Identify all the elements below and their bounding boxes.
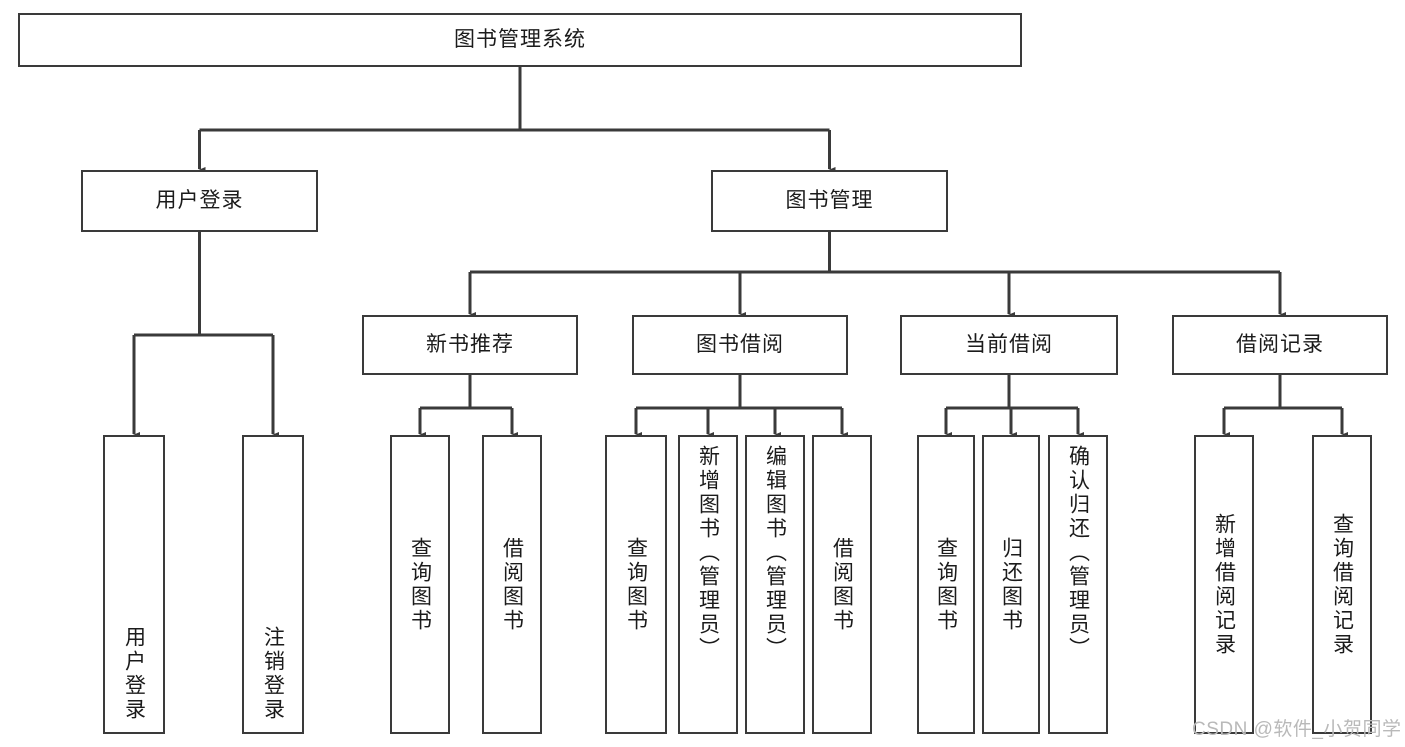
node-leaf-user-login[interactable]: 用户登录 bbox=[103, 435, 165, 734]
node-label: 当前借阅 bbox=[965, 333, 1053, 357]
node-leaf-logout[interactable]: 注销登录 bbox=[242, 435, 304, 734]
node-user-login[interactable]: 用户登录 bbox=[81, 170, 318, 232]
node-leaf-query-book-1[interactable]: 查询图书 bbox=[390, 435, 450, 734]
node-book-borrow[interactable]: 图书借阅 bbox=[632, 315, 848, 375]
node-leaf-edit-book[interactable]: 编辑图书（管理员） bbox=[745, 435, 805, 734]
node-label: 借阅图书 bbox=[830, 536, 854, 633]
node-label: 归还图书 bbox=[999, 536, 1023, 633]
node-label: 查询图书 bbox=[624, 536, 648, 633]
node-label: 图书借阅 bbox=[696, 333, 784, 357]
node-leaf-confirm-return[interactable]: 确认归还（管理员） bbox=[1048, 435, 1108, 734]
node-current-borrow[interactable]: 当前借阅 bbox=[900, 315, 1118, 375]
node-label: 注销登录 bbox=[261, 626, 285, 722]
node-label: 新增借阅记录 bbox=[1212, 512, 1236, 657]
node-label: 新书推荐 bbox=[426, 333, 514, 357]
node-label: 编辑图书（管理员） bbox=[763, 445, 787, 661]
node-label: 查询图书 bbox=[408, 536, 432, 633]
node-root[interactable]: 图书管理系统 bbox=[18, 13, 1022, 67]
edge-group bbox=[128, 67, 1348, 442]
node-label: 图书管理 bbox=[785, 189, 874, 213]
node-label: 用户登录 bbox=[122, 626, 146, 722]
node-leaf-add-book[interactable]: 新增图书（管理员） bbox=[678, 435, 738, 734]
node-label: 用户登录 bbox=[155, 189, 244, 213]
node-label: 查询图书 bbox=[934, 536, 958, 633]
node-leaf-query-book-2[interactable]: 查询图书 bbox=[605, 435, 667, 734]
node-leaf-add-record[interactable]: 新增借阅记录 bbox=[1194, 435, 1254, 734]
node-book-manage[interactable]: 图书管理 bbox=[711, 170, 948, 232]
node-label: 图书管理系统 bbox=[454, 28, 586, 52]
node-label: 借阅图书 bbox=[500, 536, 524, 633]
node-label: 确认归还（管理员） bbox=[1066, 445, 1090, 661]
node-leaf-return-book[interactable]: 归还图书 bbox=[982, 435, 1040, 734]
node-label: 查询借阅记录 bbox=[1330, 512, 1354, 657]
node-borrow-record[interactable]: 借阅记录 bbox=[1172, 315, 1388, 375]
node-new-book-rec[interactable]: 新书推荐 bbox=[362, 315, 578, 375]
node-leaf-query-record[interactable]: 查询借阅记录 bbox=[1312, 435, 1372, 734]
node-label: 新增图书（管理员） bbox=[696, 445, 720, 661]
node-leaf-query-book-3[interactable]: 查询图书 bbox=[917, 435, 975, 734]
node-leaf-borrow-book-1[interactable]: 借阅图书 bbox=[482, 435, 542, 734]
node-label: 借阅记录 bbox=[1236, 333, 1324, 357]
node-leaf-borrow-book-2[interactable]: 借阅图书 bbox=[812, 435, 872, 734]
